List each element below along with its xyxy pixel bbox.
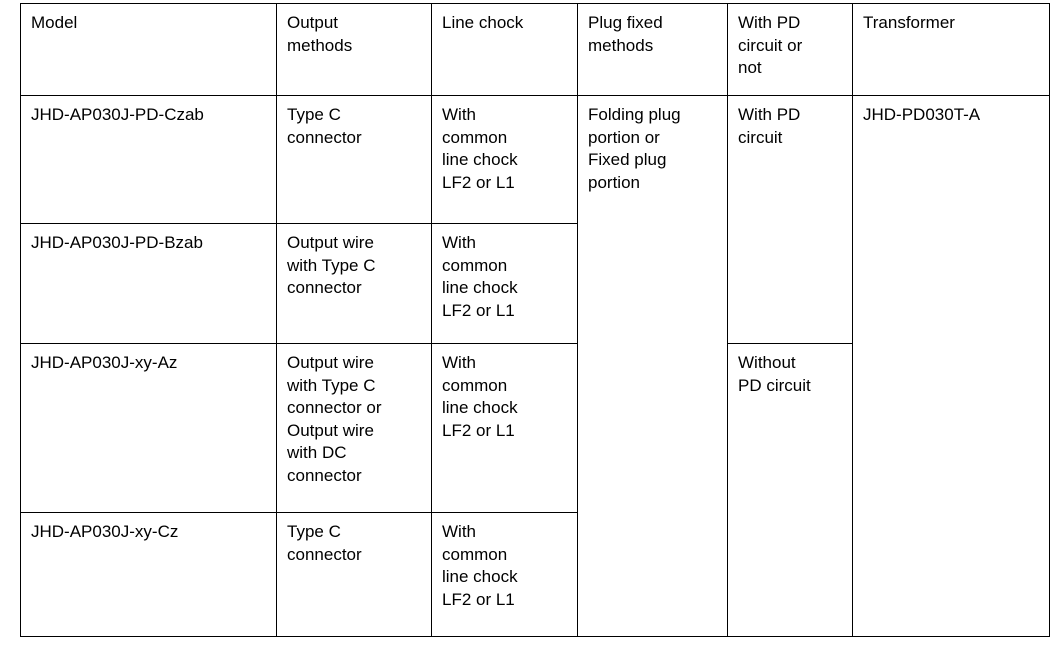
spec-table-container: Model Output methods Line chock Plug fix… <box>20 3 1050 637</box>
table-row: JHD-AP030J-PD-Bzab Output wire with Type… <box>20 223 1050 344</box>
column-header-plug-fixed-methods: Plug fixed methods <box>577 3 728 96</box>
cell-transformer-merged: JHD-PD030T-A <box>852 95 1050 637</box>
cell-output-methods: Type C connector <box>276 512 432 637</box>
column-header-plug-fixed-methods-label: Plug fixed methods <box>588 13 663 55</box>
cell-line-chock: With common line chock LF2 or L1 <box>431 223 578 344</box>
cell-pd-circuit-with: With PD circuit <box>727 95 853 344</box>
column-header-model-label: Model <box>31 13 78 32</box>
cell-model-value: JHD-AP030J-PD-Bzab <box>31 233 203 252</box>
table-row: JHD-AP030J-xy-Az Output wire with Type C… <box>20 343 1050 637</box>
cell-output-methods: Type C connector <box>276 95 432 224</box>
column-header-model: Model <box>20 3 277 96</box>
cell-output-methods-value: Type C connector <box>287 522 362 564</box>
cell-model: JHD-AP030J-xy-Az <box>20 343 277 513</box>
cell-line-chock-value: With common line chock LF2 or L1 <box>442 233 518 320</box>
cell-line-chock: With common line chock LF2 or L1 <box>431 512 578 637</box>
table-row: JHD-AP030J-PD-Czab Type C connector With… <box>20 95 1050 637</box>
cell-pd-circuit-without-value: Without PD circuit <box>738 353 811 395</box>
cell-model-value: JHD-AP030J-xy-Az <box>31 353 178 372</box>
column-header-output-methods: Output methods <box>276 3 432 96</box>
cell-pd-circuit-with-value: With PD circuit <box>738 105 801 147</box>
table-header-row: Model Output methods Line chock Plug fix… <box>20 3 1050 96</box>
cell-output-methods-value: Output wire with Type C connector or Out… <box>287 353 382 486</box>
cell-model: JHD-AP030J-PD-Czab <box>20 95 277 224</box>
column-header-transformer: Transformer <box>852 3 1050 96</box>
model-specification-table: Model Output methods Line chock Plug fix… <box>20 3 1050 637</box>
column-header-pd-circuit-label: With PD circuit or not <box>738 13 803 78</box>
cell-model-value: JHD-AP030J-xy-Cz <box>31 522 179 541</box>
cell-line-chock-value: With common line chock LF2 or L1 <box>442 105 518 192</box>
cell-plug-fixed-methods-merged: Folding plug portion or Fixed plug porti… <box>577 95 728 637</box>
column-header-output-methods-label: Output methods <box>287 13 353 55</box>
cell-output-methods-value: Output wire with Type C connector <box>287 233 376 298</box>
cell-line-chock-value: With common line chock LF2 or L1 <box>442 353 518 440</box>
column-header-line-chock-label: Line chock <box>442 13 524 32</box>
cell-output-methods: Output wire with Type C connector <box>276 223 432 344</box>
cell-transformer-value: JHD-PD030T-A <box>863 105 981 124</box>
cell-pd-circuit-without: Without PD circuit <box>727 343 853 637</box>
table-row: JHD-AP030J-xy-Cz Type C connector With c… <box>20 512 1050 637</box>
cell-model: JHD-AP030J-PD-Bzab <box>20 223 277 344</box>
cell-output-methods: Output wire with Type C connector or Out… <box>276 343 432 513</box>
column-header-pd-circuit: With PD circuit or not <box>727 3 853 96</box>
cell-model: JHD-AP030J-xy-Cz <box>20 512 277 637</box>
cell-output-methods-value: Type C connector <box>287 105 362 147</box>
cell-line-chock-value: With common line chock LF2 or L1 <box>442 522 518 609</box>
cell-model-value: JHD-AP030J-PD-Czab <box>31 105 204 124</box>
cell-plug-fixed-methods-value: Folding plug portion or Fixed plug porti… <box>588 105 681 192</box>
cell-line-chock: With common line chock LF2 or L1 <box>431 343 578 513</box>
cell-line-chock: With common line chock LF2 or L1 <box>431 95 578 224</box>
column-header-transformer-label: Transformer <box>863 13 955 32</box>
column-header-line-chock: Line chock <box>431 3 578 96</box>
